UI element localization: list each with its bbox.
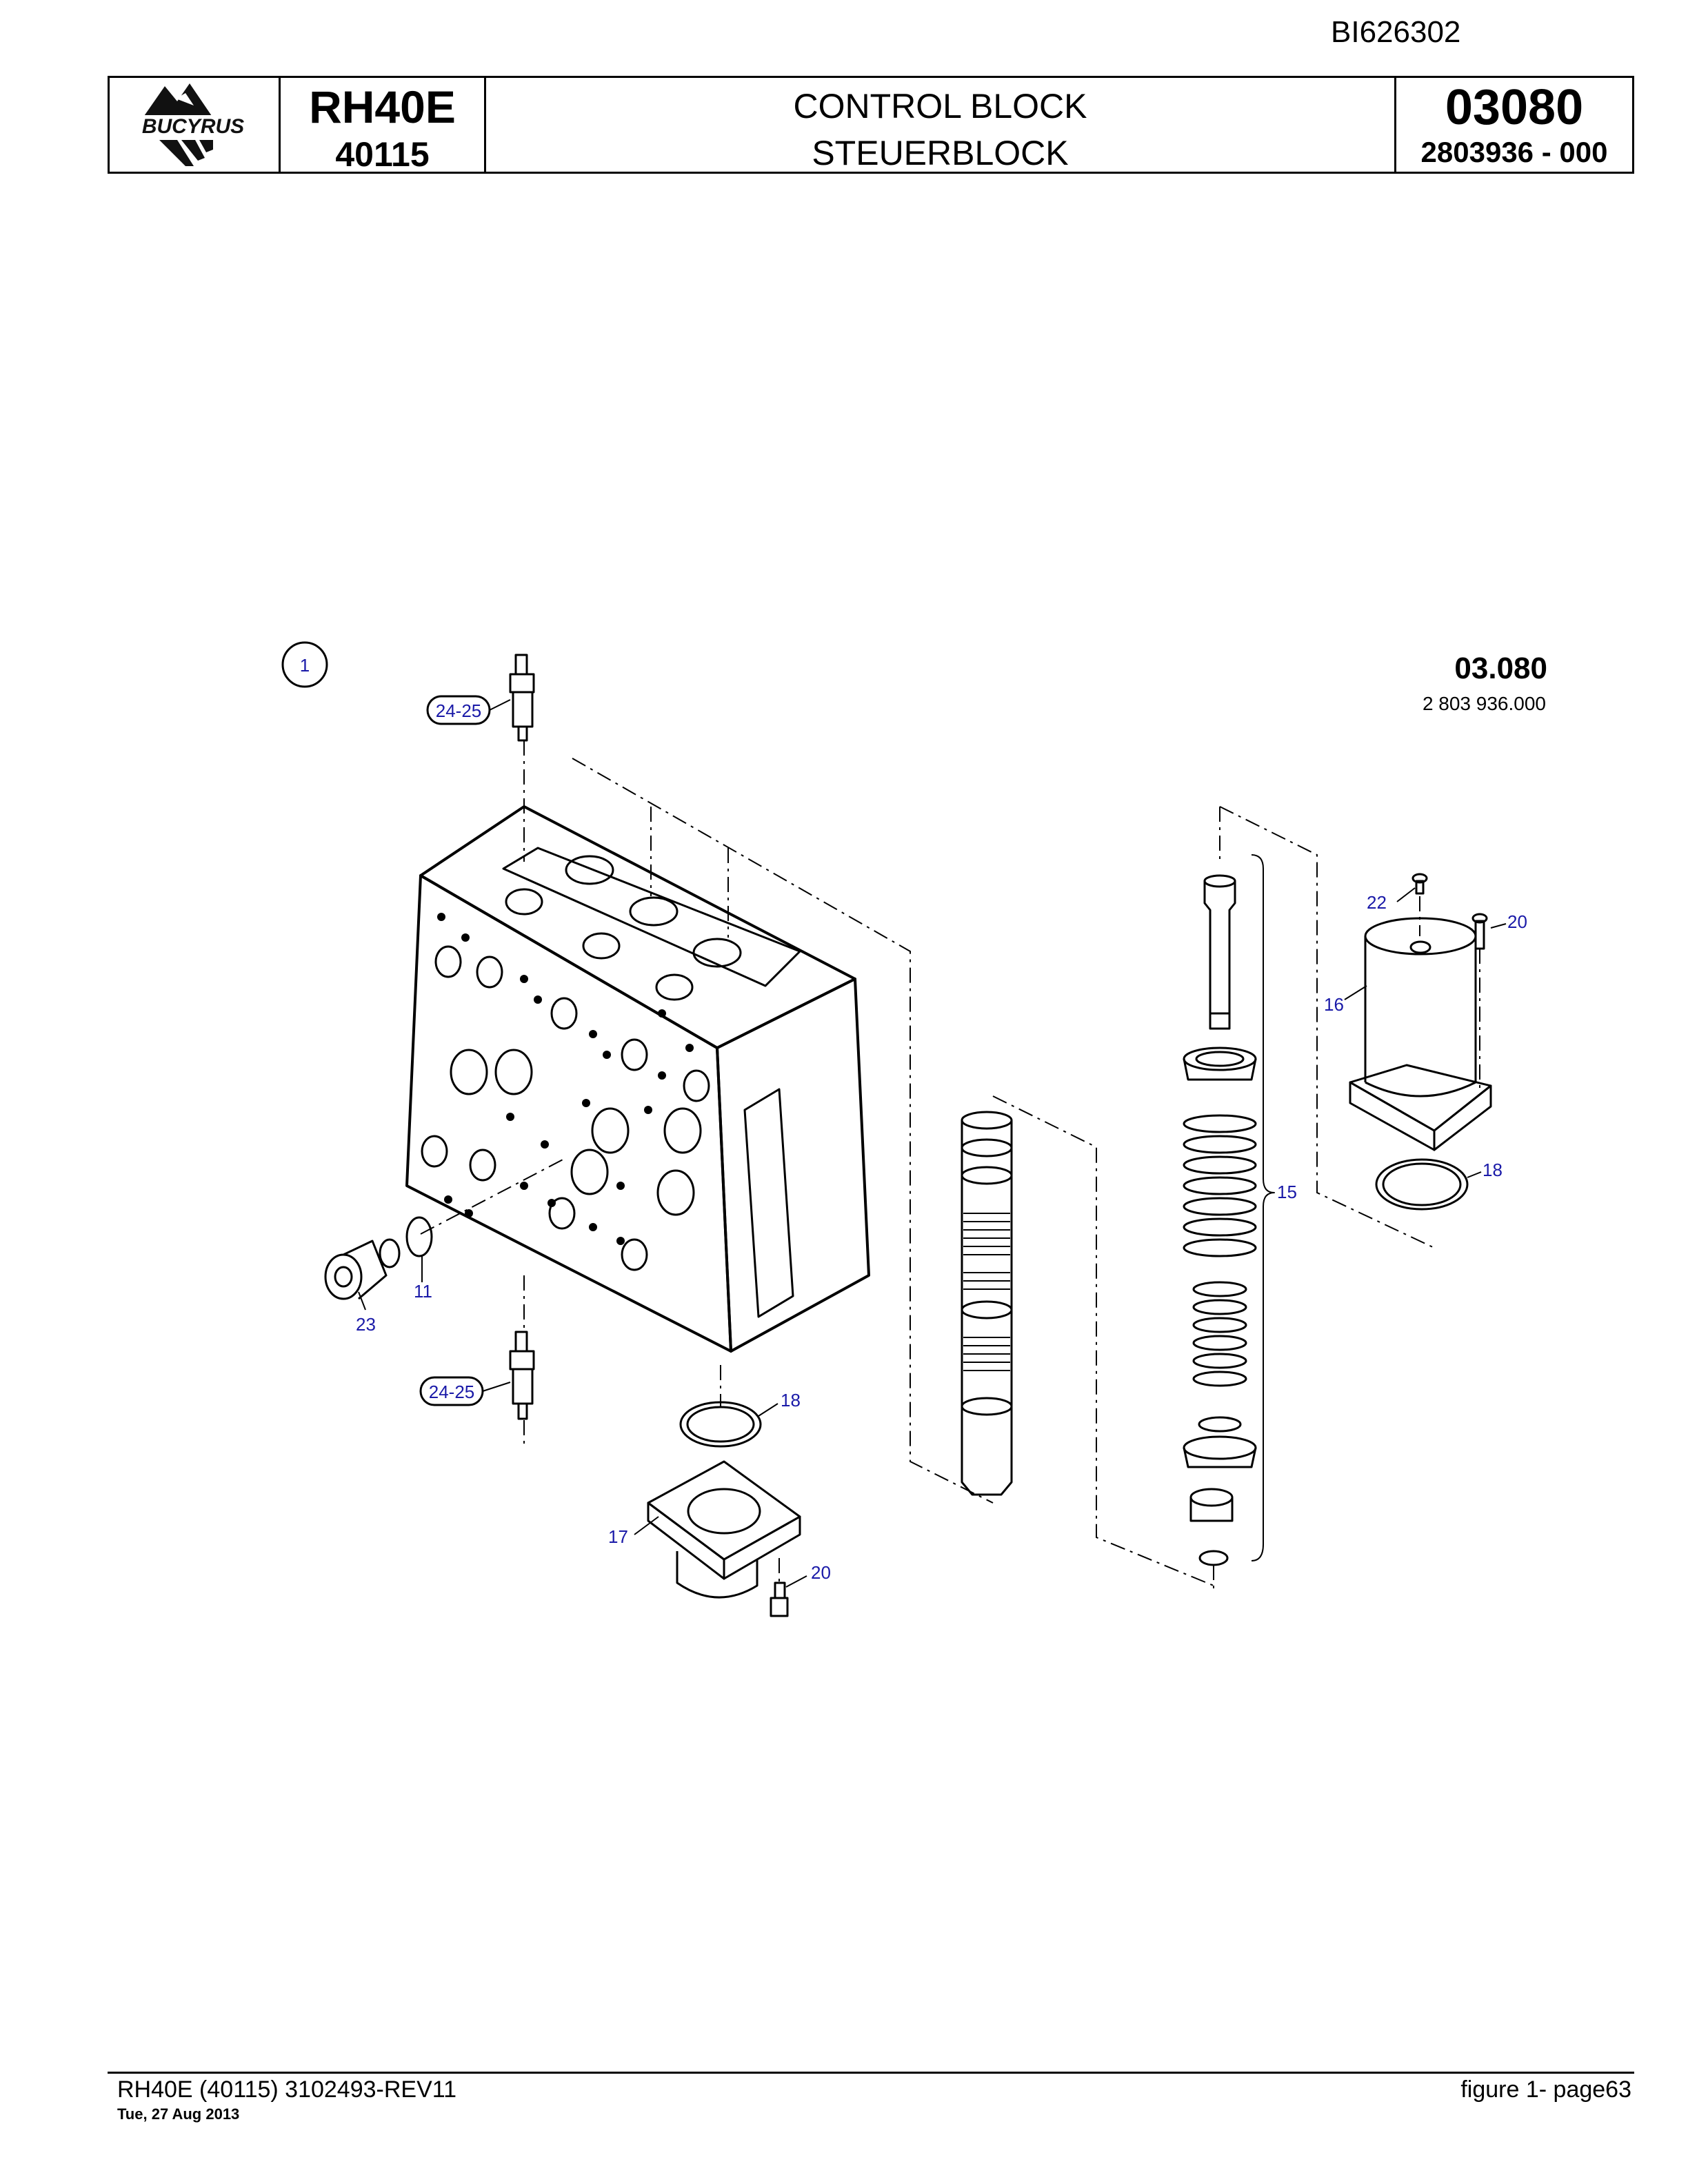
callout-20-lower: 20 bbox=[811, 1562, 831, 1583]
figure-cell: 03080 2803936 - 000 bbox=[1396, 78, 1632, 172]
callout-24-25-top: 24-25 bbox=[436, 700, 482, 721]
solenoid-cover bbox=[1349, 917, 1492, 1151]
callout-24-25-bottom: 24-25 bbox=[429, 1382, 475, 1402]
figure-code: 03.080 bbox=[1454, 651, 1547, 685]
outer-spring bbox=[1183, 1114, 1257, 1257]
callout-17: 17 bbox=[608, 1526, 628, 1547]
callout-11: 11 bbox=[414, 1281, 432, 1302]
bucyrus-logo: BUCYRUS bbox=[119, 83, 267, 166]
o-ring-11 bbox=[405, 1216, 433, 1257]
logo-cell: BUCYRUS bbox=[110, 78, 281, 172]
footer-document-ref: RH40E (40115) 3102493-REV11 bbox=[117, 2076, 457, 2103]
callout-20-upper: 20 bbox=[1507, 911, 1527, 932]
footer-date: Tue, 27 Aug 2013 bbox=[117, 2105, 240, 2123]
document-id: BI626302 bbox=[1331, 15, 1461, 49]
inner-spring bbox=[1192, 1281, 1247, 1387]
figure-part-number: 2 803 936.000 bbox=[1423, 693, 1546, 714]
callout-22: 22 bbox=[1367, 892, 1387, 913]
control-spool bbox=[961, 1111, 1013, 1496]
seal-ring-upper bbox=[1375, 1158, 1469, 1211]
callout-15: 15 bbox=[1277, 1182, 1297, 1202]
assembly-lines bbox=[420, 740, 1480, 1593]
screw-20-upper bbox=[1471, 913, 1488, 950]
callout-18-upper: 18 bbox=[1483, 1160, 1503, 1180]
housing-bolt-holes bbox=[437, 913, 694, 1245]
title-cell: CONTROL BLOCK STEUERBLOCK bbox=[486, 78, 1396, 172]
callout-23: 23 bbox=[356, 1314, 376, 1335]
logo-text: BUCYRUS bbox=[142, 115, 244, 138]
title-german: STEUERBLOCK bbox=[812, 134, 1069, 172]
screw-lower bbox=[770, 1581, 789, 1617]
screw-22 bbox=[1411, 873, 1428, 895]
callout-18-lower: 18 bbox=[781, 1390, 801, 1410]
seal-ring-lower bbox=[679, 1401, 762, 1448]
footer-page-ref: figure 1- page63 bbox=[1460, 2076, 1631, 2103]
pressure-valve-top bbox=[509, 654, 535, 742]
title-english: CONTROL BLOCK bbox=[793, 87, 1087, 125]
footer-divider bbox=[108, 2072, 1634, 2074]
model-name: RH40E bbox=[309, 81, 456, 132]
control-block-housing bbox=[405, 805, 870, 1353]
title-block: BUCYRUS RH40E 40115 CONTROL BLOCK STEUER… bbox=[108, 76, 1634, 174]
serial-number: 40115 bbox=[335, 135, 430, 174]
part-number: 2803936 - 000 bbox=[1420, 136, 1608, 168]
callout-bubbles bbox=[281, 641, 491, 1406]
callout-16: 16 bbox=[1324, 994, 1344, 1015]
cover-flange-lower bbox=[647, 1460, 801, 1599]
model-cell: RH40E 40115 bbox=[281, 78, 486, 174]
pressure-valve-bottom bbox=[509, 1331, 535, 1420]
spool-grooves bbox=[963, 1213, 1010, 1371]
spring-retainer-lower bbox=[1183, 1416, 1257, 1566]
screw-plug bbox=[324, 1238, 401, 1300]
spring-assembly bbox=[1183, 874, 1257, 1081]
figure-number: 03080 bbox=[1445, 80, 1584, 135]
callout-1: 1 bbox=[300, 655, 310, 676]
leader-lines bbox=[358, 699, 1507, 1588]
